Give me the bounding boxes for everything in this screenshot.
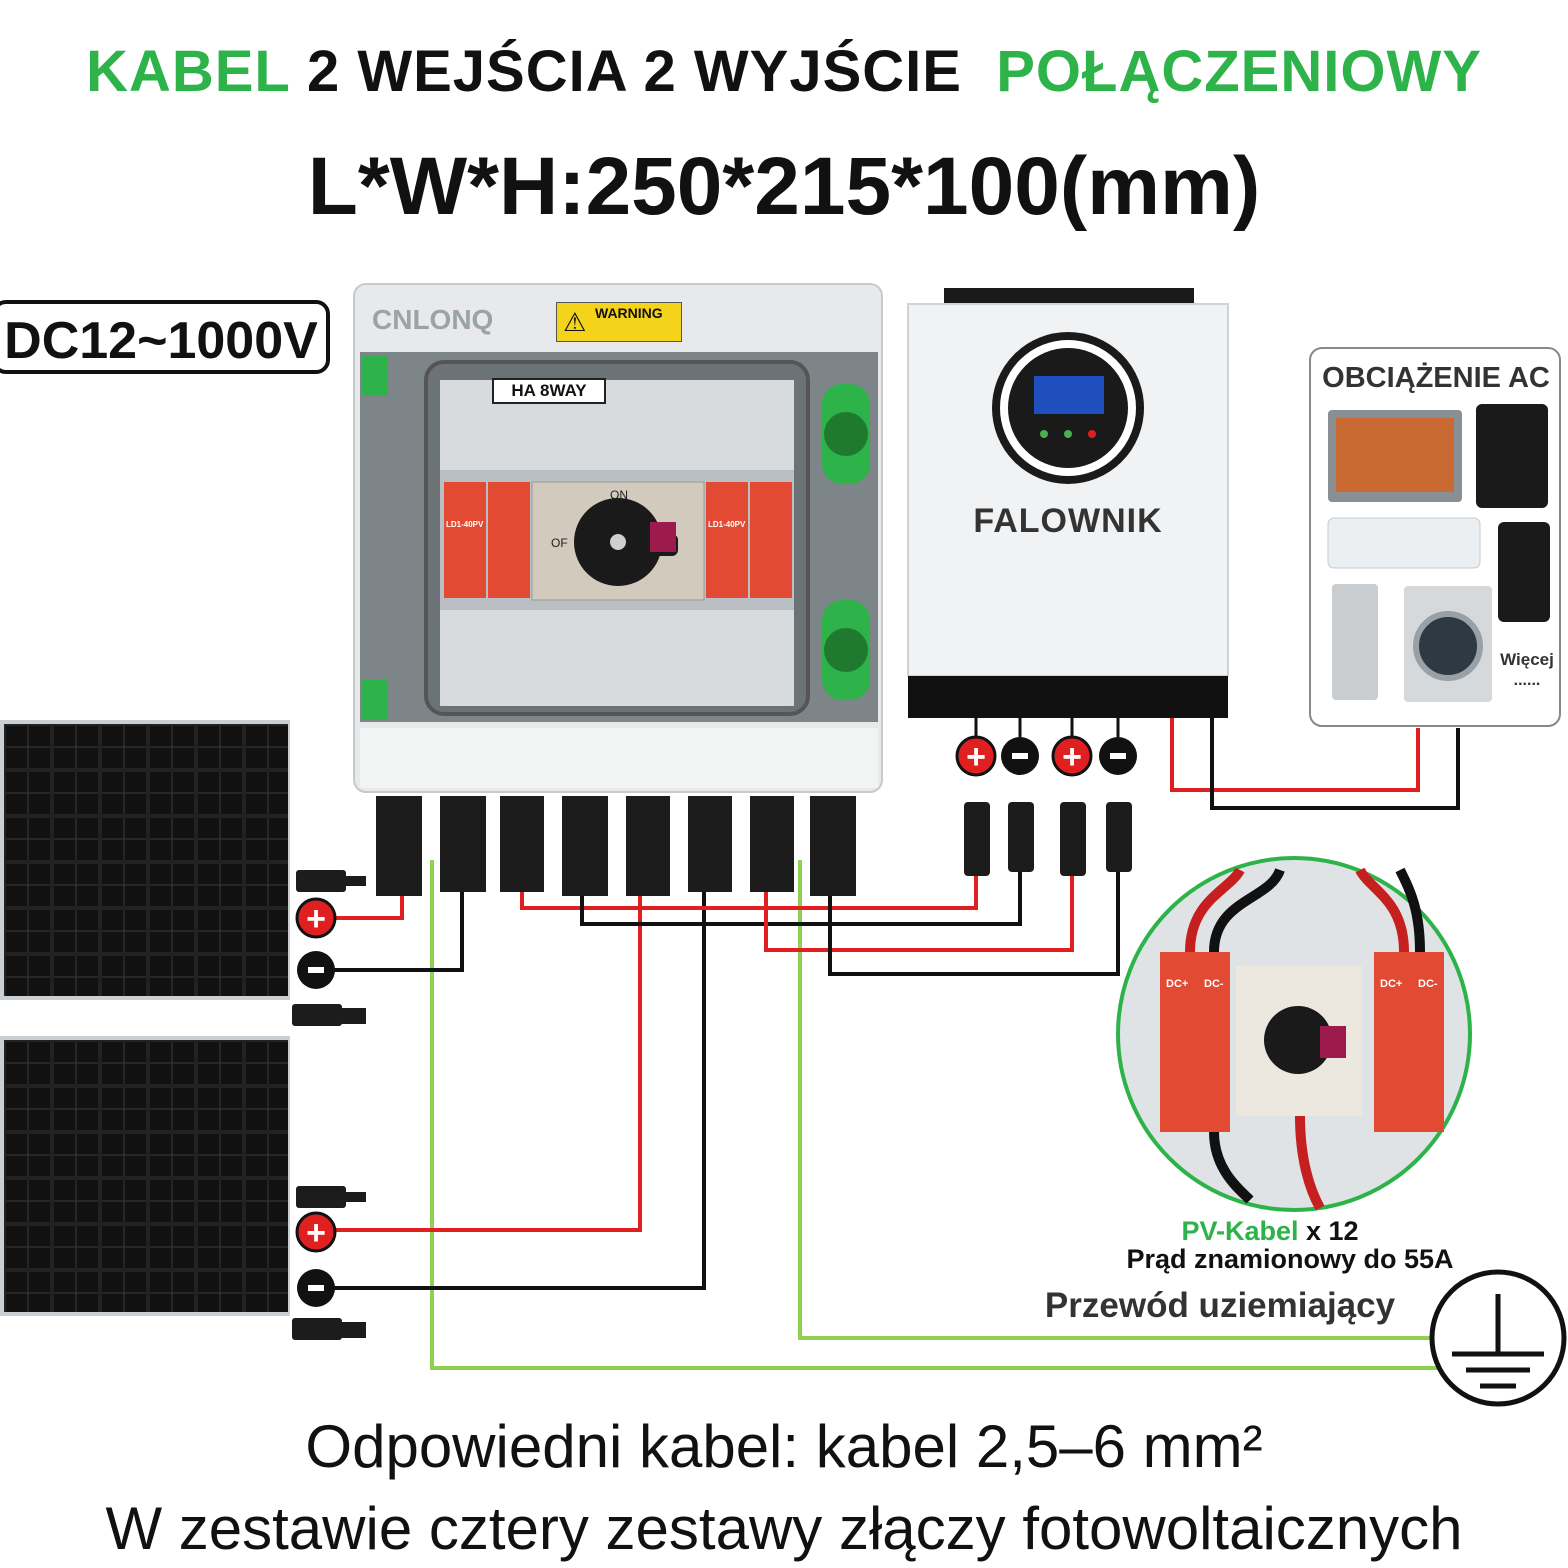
switch-off-label: OF — [551, 536, 568, 550]
ground-symbol — [1429, 1269, 1567, 1407]
inset-spd-label: DC+ — [1380, 978, 1403, 990]
cable-size-note: Odpowiedni kabel: kabel 2,5–6 mm² — [305, 1413, 1263, 1480]
svg-text:+: + — [306, 1214, 326, 1252]
ac-load-title: OBCIĄŻENIE AC — [1322, 362, 1550, 394]
ac-load-dots: ...... — [1513, 672, 1541, 689]
spd-model-label: LD1-40PV — [708, 520, 746, 529]
inset-spd-label: DC+ — [1166, 978, 1189, 990]
ground-wires — [430, 860, 1440, 1370]
inverter-label: FALOWNIK — [973, 502, 1163, 540]
inverter-terminal-symbols: + + — [955, 718, 1137, 876]
spd-model-label: LD1-40PV — [446, 520, 484, 529]
svg-text:+: + — [966, 738, 986, 776]
included-connectors-note: W zestawie cztery zestawy złączy fotowol… — [105, 1495, 1463, 1562]
voltage-badge: DC12~1000V — [0, 300, 330, 374]
inverter — [907, 288, 1229, 718]
title-part-connection: POŁĄCZENIOWY — [996, 39, 1482, 104]
ac-wires — [1170, 718, 1460, 810]
ac-load-more: Więcej — [1500, 650, 1554, 669]
svg-text:+: + — [1062, 738, 1082, 776]
ground-wire-label: Przewód uziemiający — [1044, 1286, 1396, 1325]
title-part-inputs-outputs: 2 WEJŚCIA 2 WYJŚCIE — [306, 39, 962, 104]
combiner-box — [353, 283, 883, 896]
solar-panel-1 — [0, 720, 290, 1000]
panel-wires — [316, 880, 706, 1290]
combiner-model-label: HA 8WAY — [492, 378, 606, 404]
panel-terminal-symbols: + + — [295, 897, 337, 1307]
warning-icon: ⚠ — [563, 307, 587, 337]
inset-spd-label: DC- — [1418, 978, 1438, 990]
svg-text:+: + — [306, 900, 326, 938]
combiner-brand-label: CNLONQ — [372, 304, 494, 335]
pv-cable-count: x 12 — [1306, 1216, 1359, 1246]
ac-load-box — [1309, 347, 1561, 727]
title-part-kabel: KABEL — [86, 39, 290, 104]
inverter-wires — [520, 870, 1120, 976]
pv-cable-label: PV-Kabel — [1181, 1216, 1299, 1246]
dimensions-title: L*W*H:250*215*100(mm) — [307, 141, 1261, 232]
panel-connector-icons — [292, 870, 366, 1340]
inset-spd-label: DC- — [1204, 978, 1224, 990]
switch-on-label: ON — [610, 488, 628, 502]
warning-sticker: ⚠ WARNING — [556, 302, 682, 342]
pv-cable-caption: PV-Kabel x 12 — [1120, 1216, 1420, 1247]
page-title: KABEL 2 WEJŚCIA 2 WYJŚCIE POŁĄCZENIOWY — [0, 38, 1568, 105]
rated-current-label: Prąd znamionowy do 55A — [1126, 1244, 1454, 1274]
inset-photo — [1116, 856, 1472, 1212]
solar-panel-2 — [0, 1036, 290, 1316]
warning-label: WARNING — [595, 305, 663, 321]
